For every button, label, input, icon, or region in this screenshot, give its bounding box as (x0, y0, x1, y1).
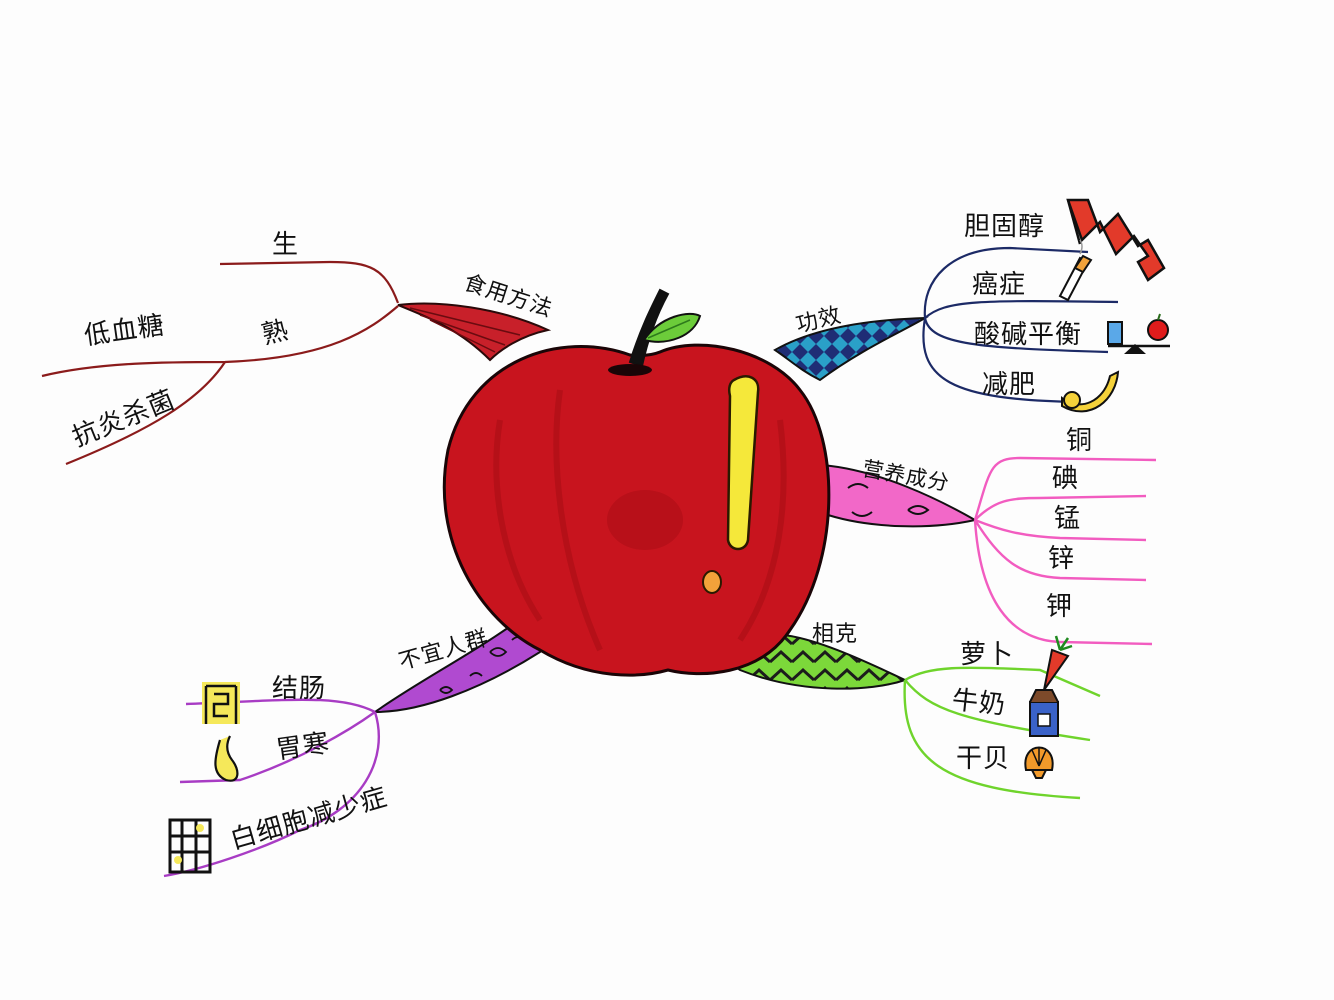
intestine-icon (202, 682, 240, 724)
incompatible-milk-label: 牛奶 (950, 685, 1008, 721)
nutrient-manganese-label: 锰 (1054, 504, 1082, 534)
carrot-icon (1043, 635, 1073, 691)
effect-cancer-label: 癌症 (972, 270, 1027, 300)
nutrient-iodine-label: 碘 (1052, 464, 1080, 494)
nutrient-zinc-label: 锌 (1048, 544, 1076, 574)
nutrient-copper-label: 铜 (1066, 426, 1094, 456)
raw-label: 生 (272, 230, 300, 260)
down-arrow-icon (1066, 198, 1166, 282)
stomach-icon (214, 735, 239, 782)
raw-line (219, 260, 400, 304)
cells-icon (168, 818, 212, 874)
antibacterial-line (65, 361, 226, 466)
incompatible-radish-label: 萝卜 (960, 640, 1015, 670)
milk-carton-icon (1029, 689, 1059, 737)
nutrient-potassium-label: 钾 (1046, 592, 1074, 622)
scallop-icon (1024, 746, 1054, 779)
effect-weight-loss-label: 减肥 (982, 370, 1037, 400)
balance-scale-icon (1107, 313, 1170, 354)
eating-method-tentacle (397, 302, 552, 362)
apple-stem (628, 288, 670, 368)
cooked-label: 熟 (258, 315, 293, 351)
effect-cholesterol-label: 胆固醇 (964, 212, 1046, 242)
apple-icon (442, 288, 831, 677)
banana-icon (1061, 370, 1120, 413)
unsuitable-colon-label: 结肠 (272, 674, 327, 704)
branch-unsuitable-people (163, 610, 546, 878)
cigarette-icon (1058, 239, 1093, 302)
branch-nutrients (820, 456, 1157, 646)
incompatible-label: 相克 (812, 622, 859, 647)
incompatible-scallop-label: 干贝 (956, 744, 1011, 774)
effect-acid-base-label: 酸碱平衡 (974, 320, 1083, 350)
effects-tentacle (773, 316, 929, 382)
unsuitable-cold-stomach-label: 胃寒 (274, 728, 332, 766)
branch-effects (773, 246, 1119, 404)
branch-eating-method (41, 260, 552, 466)
